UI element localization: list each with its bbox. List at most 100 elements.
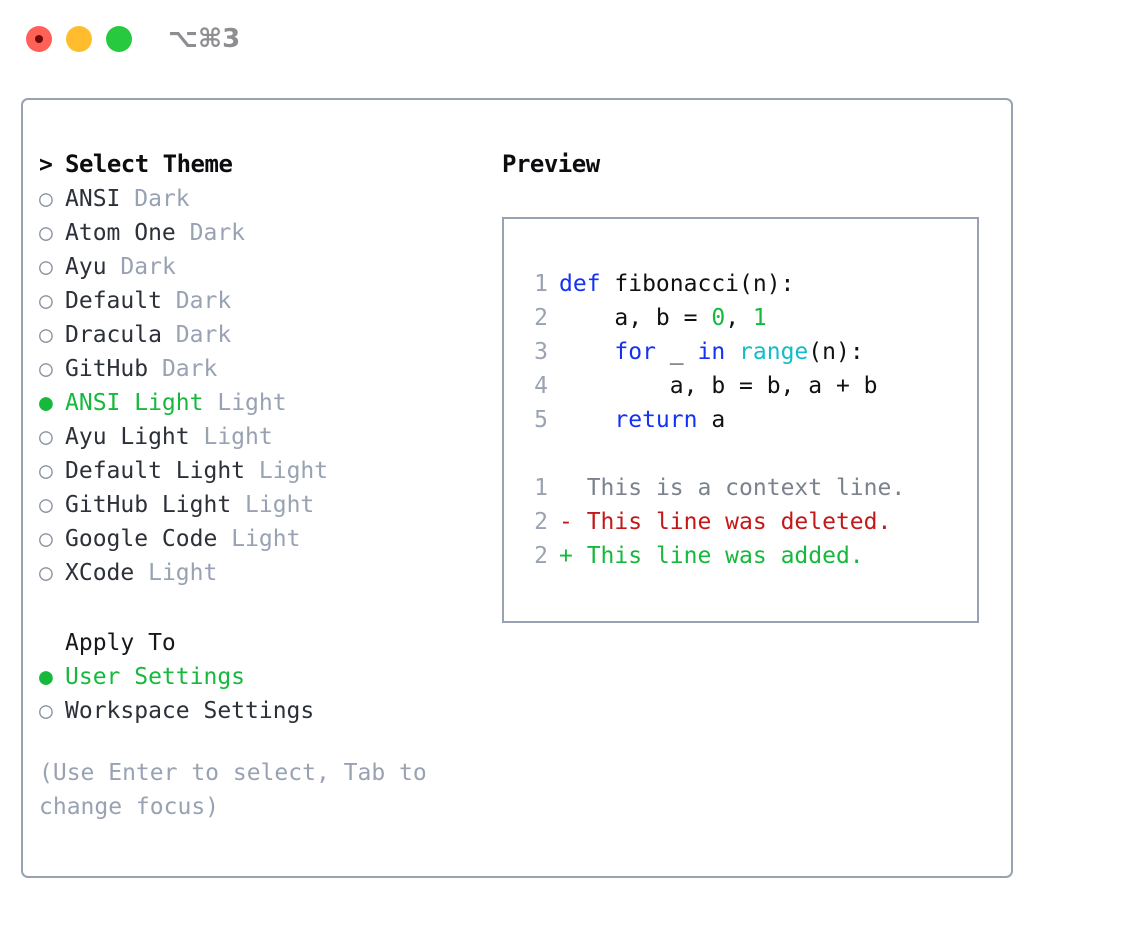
line-number: 1 xyxy=(534,271,548,297)
radio-unselected-icon[interactable]: ○ xyxy=(39,254,53,280)
code-token-plain: (n): xyxy=(808,339,864,365)
theme-variant-label: Light xyxy=(203,424,273,450)
radio-unselected-icon[interactable]: ○ xyxy=(39,186,53,212)
prompt-caret-icon: > xyxy=(39,152,53,178)
line-number: 1 xyxy=(534,475,548,501)
theme-selector-card: >Select Theme ○ANSI Dark○Atom One Dark○A… xyxy=(21,98,1013,878)
theme-option-label: ANSI Light xyxy=(65,390,204,416)
theme-variant-label: Light xyxy=(217,390,287,416)
diff-text: This line was added. xyxy=(572,543,864,569)
title-bar: ⌥⌘3 xyxy=(0,0,1140,78)
line-number: 2 xyxy=(534,509,548,535)
code-token-kw: return xyxy=(614,407,698,433)
theme-variant-label: Dark xyxy=(134,186,190,212)
radio-unselected-icon[interactable]: ○ xyxy=(39,560,53,586)
line-number: 2 xyxy=(534,305,548,331)
page-title: Select Theme xyxy=(65,150,233,178)
radio-unselected-icon[interactable]: ○ xyxy=(39,698,53,724)
radio-unselected-icon[interactable]: ○ xyxy=(39,288,53,314)
theme-variant-label: Dark xyxy=(175,288,232,314)
radio-unselected-icon[interactable]: ○ xyxy=(39,356,53,382)
radio-unselected-icon[interactable]: ○ xyxy=(39,458,53,484)
label-spacer xyxy=(245,454,259,488)
theme-option-list: ○ANSI Dark○Atom One Dark○Ayu Dark○Defaul… xyxy=(39,182,479,590)
code-line: 3 for _ in range(n): xyxy=(522,335,969,369)
code-token-plain: , xyxy=(725,305,753,331)
radio-unselected-icon[interactable]: ○ xyxy=(39,492,53,518)
code-line: 5 return a xyxy=(522,403,969,437)
label-spacer xyxy=(203,386,217,420)
code-diff-spacer xyxy=(522,437,969,471)
code-line: 4 a, b = b, a + b xyxy=(522,369,969,403)
maximize-window-button[interactable] xyxy=(106,26,132,52)
radio-unselected-icon[interactable]: ○ xyxy=(39,220,53,246)
diff-sample-lines: 1 This is a context line.2- This line wa… xyxy=(522,471,969,573)
theme-option-default[interactable]: ○ Default Dark xyxy=(39,284,479,318)
theme-option-atom-one[interactable]: ○Atom One Dark xyxy=(39,216,479,250)
theme-option-label: Ayu xyxy=(65,254,107,280)
label-spacer xyxy=(231,488,245,522)
label-spacer xyxy=(190,420,204,454)
theme-option-ansi-light[interactable]: ● ANSI Light Light xyxy=(39,386,479,420)
code-token-kw: def xyxy=(559,271,601,297)
close-window-button[interactable] xyxy=(26,26,52,52)
theme-option-default-light[interactable]: ○Default Light Light xyxy=(39,454,479,488)
diff-line: 1 This is a context line. xyxy=(522,471,969,505)
theme-option-label: Ayu Light xyxy=(65,424,190,450)
code-token-plain: _ xyxy=(655,339,698,365)
theme-list-pane: >Select Theme ○ANSI Dark○Atom One Dark○A… xyxy=(39,146,479,824)
theme-variant-label: Dark xyxy=(161,356,218,382)
code-token-num: 1 xyxy=(752,305,767,331)
label-spacer xyxy=(217,522,231,556)
code-token-num: 0 xyxy=(711,305,726,331)
theme-option-label: GitHub Light xyxy=(65,492,232,518)
theme-option-github-light[interactable]: ○ GitHub Light Light xyxy=(39,488,479,522)
theme-option-ayu-light[interactable]: ○ Ayu Light Light xyxy=(39,420,479,454)
diff-sign: + xyxy=(559,543,573,569)
radio-unselected-icon[interactable]: ○ xyxy=(39,322,53,348)
theme-option-github[interactable]: ○ GitHub Dark xyxy=(39,352,479,386)
code-token-plain xyxy=(725,339,739,365)
theme-option-ayu[interactable]: ○ Ayu Dark xyxy=(39,250,479,284)
apply-to-option-user-settings[interactable]: ●User Settings xyxy=(39,660,479,694)
radio-selected-icon[interactable]: ● xyxy=(39,664,53,690)
theme-option-label: GitHub xyxy=(65,356,149,382)
apply-to-option-label: Workspace Settings xyxy=(65,698,315,724)
minimize-window-button[interactable] xyxy=(66,26,92,52)
theme-option-dracula[interactable]: ○Dracula Dark xyxy=(39,318,479,352)
keyboard-shortcut-label: ⌥⌘3 xyxy=(168,24,241,54)
apply-to-option-workspace-settings[interactable]: ○ Workspace Settings xyxy=(39,694,479,728)
theme-variant-label: Light xyxy=(245,492,315,518)
diff-sign xyxy=(559,475,573,501)
keyboard-hint-text: (Use Enter to select, Tab to change focu… xyxy=(39,760,427,820)
theme-option-ansi[interactable]: ○ANSI Dark xyxy=(39,182,479,216)
radio-unselected-icon[interactable]: ○ xyxy=(39,526,53,552)
diff-line: 2+ This line was added. xyxy=(522,539,969,573)
theme-option-google-code[interactable]: ○Google Code Light xyxy=(39,522,479,556)
preview-title: Preview xyxy=(502,150,600,178)
code-token-kw: in xyxy=(697,339,726,365)
theme-option-xcode[interactable]: ○XCode Light xyxy=(39,556,479,590)
line-number: 3 xyxy=(534,339,548,365)
theme-variant-label: Dark xyxy=(189,220,246,246)
radio-unselected-icon[interactable]: ○ xyxy=(39,424,53,450)
label-spacer xyxy=(107,250,121,284)
label-spacer xyxy=(162,284,176,318)
theme-option-label: Default xyxy=(65,288,162,314)
theme-option-label: Google Code xyxy=(65,526,218,552)
line-number: 5 xyxy=(534,407,548,433)
label-spacer xyxy=(120,182,134,216)
theme-variant-label: Dark xyxy=(175,322,232,348)
diff-text: This line was deleted. xyxy=(572,509,892,535)
radio-selected-icon[interactable]: ● xyxy=(39,390,53,416)
theme-variant-label: Dark xyxy=(120,254,176,280)
code-token-fn: range xyxy=(739,339,809,365)
theme-list-header: > Select Theme xyxy=(39,146,479,182)
label-spacer xyxy=(176,216,190,250)
